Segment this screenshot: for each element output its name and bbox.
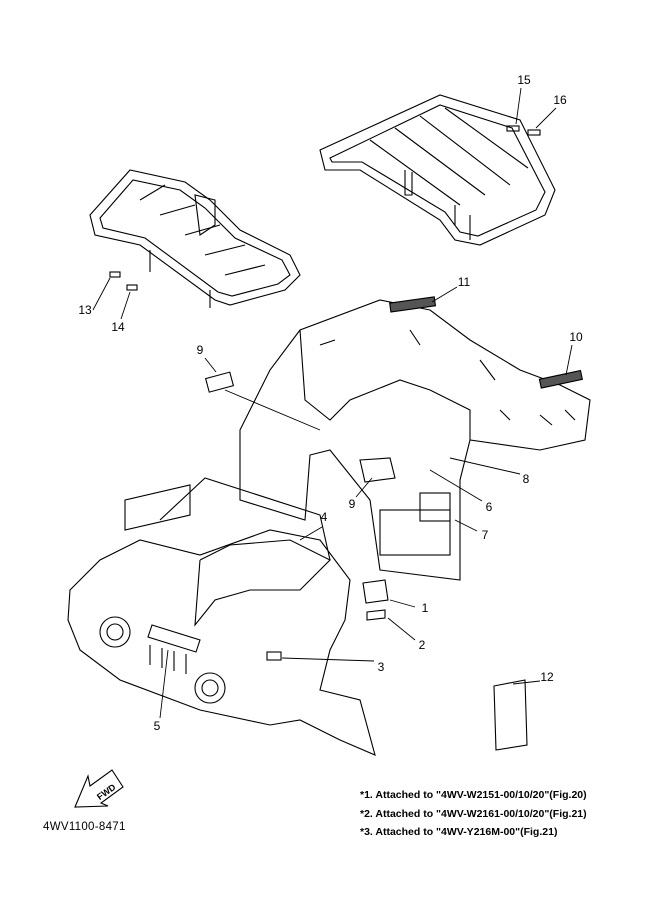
callout-1: 1 xyxy=(421,601,429,615)
callout-2: 2 xyxy=(418,638,426,652)
callout-9-lower: 9 xyxy=(348,497,356,511)
note-1: *1. Attached to "4WV-W2151-00/10/20"(Fig… xyxy=(360,789,587,801)
front-fender xyxy=(67,477,376,756)
decal-parts xyxy=(109,125,584,751)
callout-4: 4 xyxy=(320,510,328,524)
callout-9-upper: 9 xyxy=(196,343,204,357)
notes: *1. Attached to "4WV-W2151-00/10/20"(Fig… xyxy=(360,786,587,842)
part-number: 4WV1100-8471 xyxy=(43,821,126,833)
callout-6: 6 xyxy=(485,500,493,514)
front-carrier-rack xyxy=(89,169,301,308)
note-3: *3. Attached to "4WV-Y216M-00"(Fig.21) xyxy=(360,826,558,838)
callout-8: 8 xyxy=(522,472,530,486)
callout-3: 3 xyxy=(377,660,385,674)
callout-5: 5 xyxy=(153,719,161,733)
callout-11: 11 xyxy=(457,275,471,289)
fwd-arrow-icon xyxy=(74,769,124,808)
rear-carrier-rack xyxy=(319,94,556,246)
rear-fender xyxy=(239,299,591,581)
callout-15: 15 xyxy=(517,73,531,87)
callout-16: 16 xyxy=(553,93,567,107)
callout-14: 14 xyxy=(111,320,125,334)
callout-10: 10 xyxy=(569,330,583,344)
callout-7: 7 xyxy=(481,528,489,542)
note-2: *2. Attached to "4WV-W2161-00/10/20"(Fig… xyxy=(360,807,587,820)
leader-lines xyxy=(92,87,573,719)
callout-13: 13 xyxy=(78,303,92,317)
callout-12: 12 xyxy=(540,670,554,684)
